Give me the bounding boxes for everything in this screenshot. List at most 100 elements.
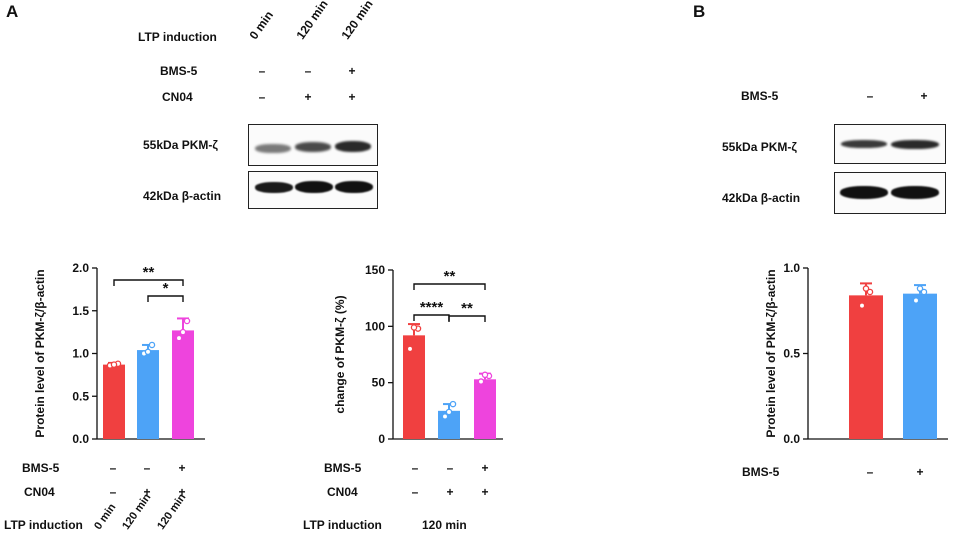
data-point bbox=[175, 334, 183, 342]
significance-label: * bbox=[163, 280, 169, 297]
chart-a2-cn04-sign: + bbox=[481, 485, 489, 499]
chart-a1-cn04-sign: + bbox=[178, 485, 186, 499]
bar bbox=[172, 330, 194, 439]
chart-a1-cn04-sign: – bbox=[109, 485, 117, 499]
chart-a2-ltp-label: LTP induction bbox=[303, 518, 382, 532]
chart-a2-bms5-sign: – bbox=[446, 461, 454, 475]
blot-b-actin-image bbox=[834, 172, 946, 214]
data-point bbox=[110, 361, 118, 368]
blot-band bbox=[891, 186, 939, 199]
significance-label: ** bbox=[461, 300, 473, 317]
chart-a1-bms5-sign: + bbox=[178, 461, 186, 475]
bar bbox=[903, 293, 937, 439]
blot-a-actin-image bbox=[248, 171, 378, 209]
significance-bracket bbox=[147, 295, 184, 302]
data-point bbox=[445, 408, 453, 416]
blot-band bbox=[891, 140, 939, 149]
blot-band bbox=[335, 141, 371, 152]
bar bbox=[137, 350, 159, 439]
significance-bracket bbox=[113, 279, 184, 286]
chart-b-bms5-sign: – bbox=[866, 465, 874, 479]
blot-b-bms5-sign: + bbox=[920, 89, 928, 103]
y-tick-label: 0.0 bbox=[783, 432, 800, 446]
chart-a2-bms5-label: BMS-5 bbox=[324, 461, 362, 475]
y-tick-label: 0.5 bbox=[783, 347, 800, 361]
blot-b-pkm-image bbox=[834, 124, 946, 164]
data-point bbox=[920, 288, 928, 296]
y-tick-label: 50 bbox=[372, 376, 386, 390]
blot-b-pkm-label: 55kDa PKM-ζ bbox=[722, 140, 797, 154]
blot-band bbox=[840, 186, 888, 199]
chart-a2-cn04-sign: + bbox=[446, 485, 454, 499]
chart-a1-ltp-label: LTP induction bbox=[4, 518, 83, 532]
data-point bbox=[441, 413, 449, 420]
y-axis-label: change of PKM-ζ (%) bbox=[333, 295, 347, 413]
data-point bbox=[449, 400, 457, 408]
chart-a1-cn04-label: CN04 bbox=[24, 485, 55, 499]
blot-a-bms5-sign: – bbox=[304, 64, 312, 78]
blot-a-cn04-sign: – bbox=[258, 90, 266, 104]
blot-a-pkm-label: 55kDa PKM-ζ bbox=[143, 138, 218, 152]
significance-label: **** bbox=[420, 299, 444, 316]
y-tick-label: 2.0 bbox=[72, 261, 89, 275]
chart-b-bms5-label: BMS-5 bbox=[742, 465, 780, 479]
y-tick-label: 1.5 bbox=[72, 304, 89, 318]
y-tick-label: 150 bbox=[365, 263, 385, 277]
data-point bbox=[406, 345, 414, 353]
data-point bbox=[144, 348, 152, 356]
data-point bbox=[183, 317, 191, 325]
blot-a-cn04-label: CN04 bbox=[162, 90, 193, 104]
blot-a-pkm-image bbox=[248, 124, 378, 166]
chart-a2-cn04-label: CN04 bbox=[327, 485, 358, 499]
data-point bbox=[410, 324, 418, 331]
panel-b-letter: B bbox=[693, 2, 706, 21]
data-point bbox=[912, 297, 920, 304]
y-tick-label: 1.0 bbox=[72, 347, 89, 361]
data-point bbox=[148, 341, 156, 349]
data-point bbox=[179, 328, 187, 336]
y-tick-label: 1.0 bbox=[783, 261, 800, 275]
chart-b-bms5-sign: + bbox=[916, 465, 924, 479]
data-point bbox=[866, 288, 874, 296]
chart-a2-bms5-sign: + bbox=[481, 461, 489, 475]
bar bbox=[103, 364, 125, 439]
data-point bbox=[916, 285, 924, 292]
blot-b-actin-label: 42kDa β-actin bbox=[722, 191, 801, 205]
blot-band bbox=[255, 182, 293, 193]
blot-a-bms5-label: BMS-5 bbox=[160, 64, 198, 78]
blot-a-cn04-sign: + bbox=[304, 90, 312, 104]
y-tick-label: 0 bbox=[378, 432, 385, 446]
chart-a2-cn04-sign: – bbox=[411, 485, 419, 499]
blot-b-bms5-label: BMS-5 bbox=[741, 89, 779, 103]
blot-a-bms5-sign: + bbox=[348, 64, 356, 78]
blot-band bbox=[255, 144, 291, 153]
data-point bbox=[858, 302, 866, 309]
blot-band bbox=[335, 181, 373, 193]
data-point bbox=[481, 371, 489, 379]
y-axis-label: Protein level of PKM-ζ/β-actin bbox=[764, 269, 778, 437]
blot-a-ltp-label: LTP induction bbox=[138, 30, 217, 44]
data-point bbox=[862, 285, 870, 292]
significance-bracket bbox=[448, 315, 486, 322]
bar bbox=[403, 335, 425, 439]
blot-band bbox=[295, 181, 333, 193]
blot-a-actin-label: 42kDa β-actin bbox=[143, 189, 222, 203]
significance-label: ** bbox=[143, 264, 155, 281]
chart-a1-cn04-sign: + bbox=[143, 485, 151, 499]
y-tick-label: 0.0 bbox=[72, 432, 89, 446]
bar bbox=[474, 379, 496, 439]
y-tick-label: 0.5 bbox=[72, 389, 89, 403]
y-tick-label: 100 bbox=[365, 319, 385, 333]
blot-band bbox=[295, 142, 331, 152]
significance-bracket bbox=[413, 283, 486, 290]
panel-a-letter: A bbox=[6, 2, 19, 21]
blot-b-bms5-sign: – bbox=[866, 89, 874, 103]
chart-a2-bms5-sign: – bbox=[411, 461, 419, 475]
y-axis-label: Protein level of PKM-ζ/β-actin bbox=[33, 269, 47, 437]
chart-a2-ltp-value: 120 min bbox=[422, 518, 467, 532]
significance-label: ** bbox=[444, 268, 456, 285]
blot-a-cn04-sign: + bbox=[348, 90, 356, 104]
bar bbox=[849, 295, 883, 439]
chart-a1-bms5-label: BMS-5 bbox=[22, 461, 60, 475]
